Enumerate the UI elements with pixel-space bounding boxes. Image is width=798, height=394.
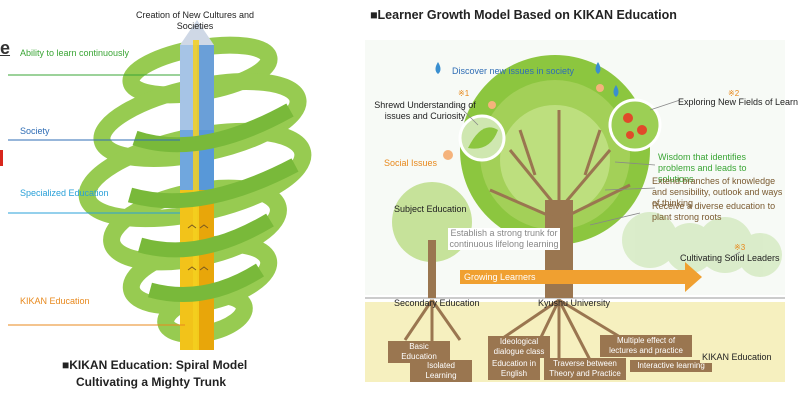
right-panel: ■Learner Growth Model Based on KIKAN Edu… xyxy=(360,0,798,394)
mark-3: ※3 xyxy=(734,243,746,252)
subject-education-label: Subject Education xyxy=(394,204,467,214)
kikan-education-label: KIKAN Education xyxy=(700,352,774,363)
isolated-learning-box: Isolated Learning xyxy=(410,360,472,382)
extend-label: Extend branches of knowledge and sensibi… xyxy=(652,176,783,208)
label-ability: Ability to learn continuously xyxy=(20,48,130,58)
wisdom-label: Wisdom that identifies problems and lead… xyxy=(658,152,747,184)
multiple-effect-box: Multiple effect of lectures and practice xyxy=(600,335,692,357)
left-caption-line1: ■KIKAN Education: Spiral Model xyxy=(62,358,248,372)
exploring-label: Exploring New Fields of Learning xyxy=(678,97,798,107)
spiral-diagram xyxy=(8,20,312,350)
shrewd-label: Shrewd Understanding of issues and Curio… xyxy=(374,100,476,121)
left-caption-line2: Cultivating a Mighty Trunk xyxy=(76,375,227,389)
label-society: Society xyxy=(20,126,50,136)
ideological-box: Ideological dialogue class xyxy=(488,336,550,358)
secondary-education-label: Secondary Education xyxy=(394,298,480,308)
trunk-label: Establish a strong trunk for continuous … xyxy=(448,228,560,250)
english-box: Education in English xyxy=(488,358,540,380)
growing-learners-label: Growing Learners xyxy=(464,272,536,282)
discover-label: Discover new issues in society xyxy=(452,66,575,76)
top-label: Creation of New Cultures and Societies xyxy=(135,10,255,31)
interactive-learning-box: Interactive learning xyxy=(630,360,712,372)
fruit-bubble xyxy=(608,98,662,152)
left-panel: Creation of New Cultures and Societies A… xyxy=(0,0,350,394)
label-specialized: Specialized Education xyxy=(20,188,109,198)
right-title: ■Learner Growth Model Based on KIKAN Edu… xyxy=(370,8,677,22)
edge-letter: e xyxy=(0,38,11,58)
mark-1: ※1 xyxy=(458,89,470,98)
social-issues-label: Social Issues xyxy=(384,158,438,168)
edge-red-mark xyxy=(0,150,3,166)
receive-label: Receive a diverse education to plant str… xyxy=(652,201,776,222)
mark-2: ※2 xyxy=(728,89,740,98)
basic-education-box: Basic Education xyxy=(388,341,450,363)
leaders-label: Cultivating Solid Leaders xyxy=(680,253,780,263)
growing-arrow xyxy=(460,262,702,292)
label-kikan: KIKAN Education xyxy=(20,296,90,306)
roots xyxy=(403,298,626,370)
kyushu-university-label: Kyushu University xyxy=(538,298,611,308)
traverse-box: Traverse between Theory and Practice xyxy=(544,358,626,380)
